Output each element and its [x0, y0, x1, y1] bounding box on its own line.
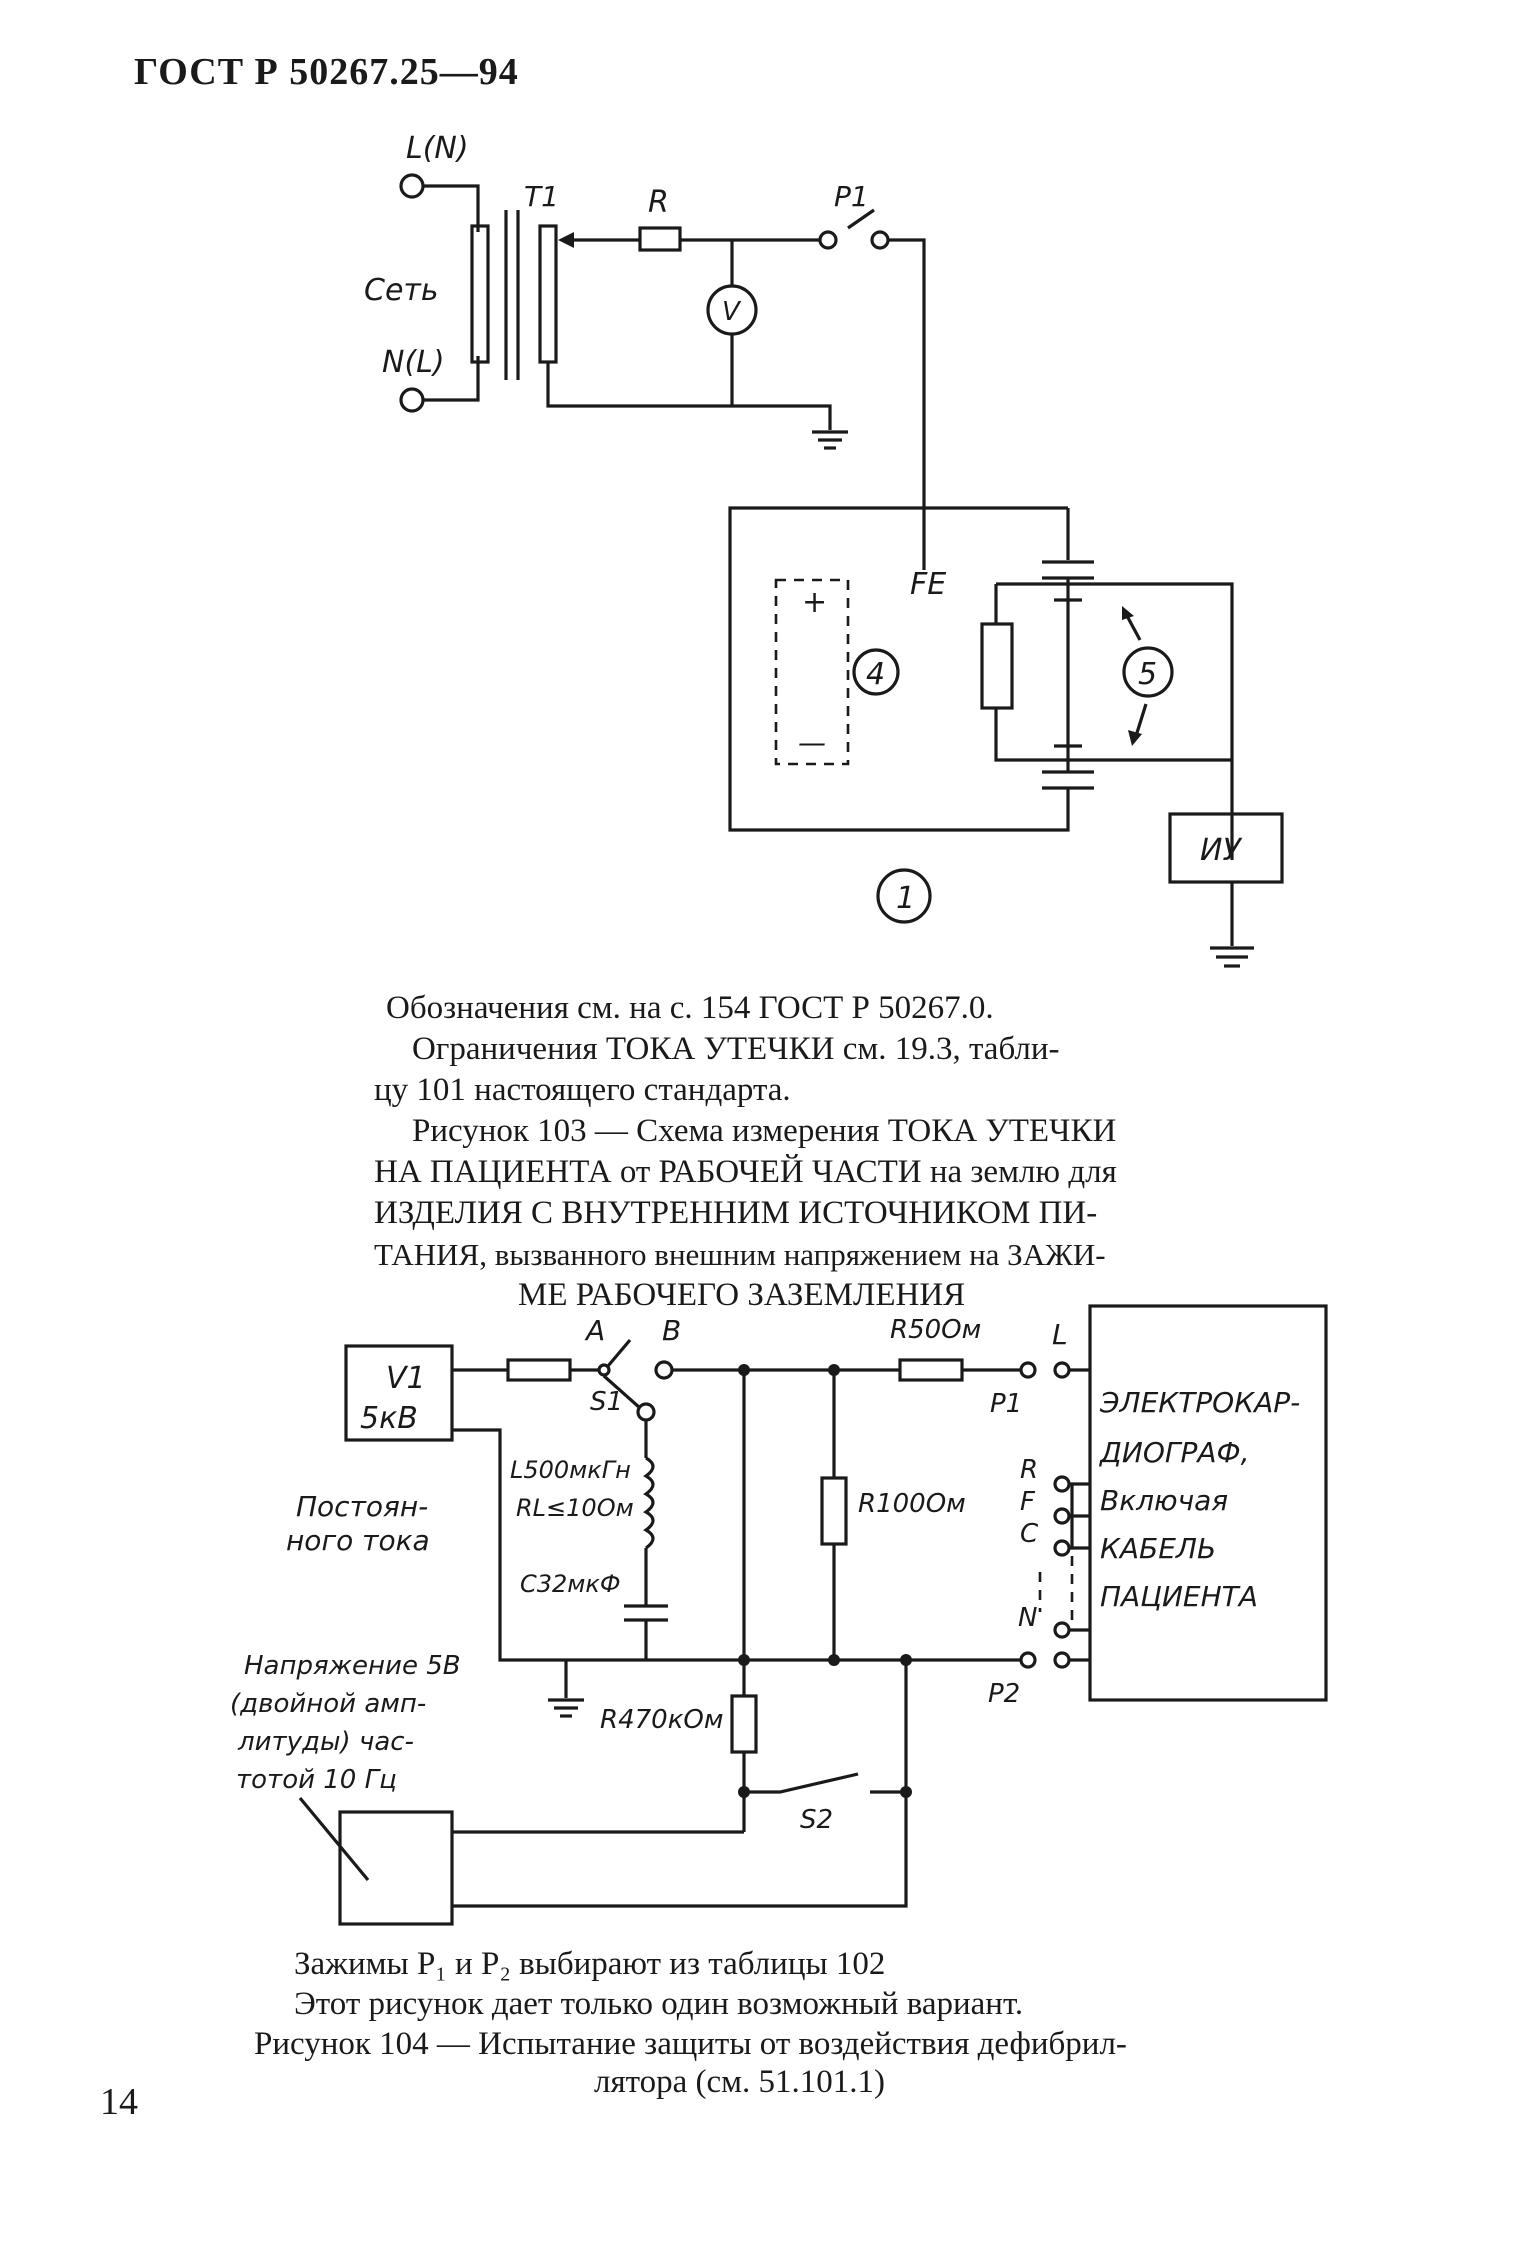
- fig104-caption-line1: Зажимы P₁ и P₂ выбирают из таблицы 102: [294, 1946, 886, 1982]
- p1-terminal-b: [1053, 1361, 1071, 1379]
- label-v1: V1: [386, 1361, 426, 1396]
- label-lead-c: C: [1020, 1519, 1039, 1549]
- fig103-caption-line5: НА ПАЦИЕНТА от РАБОЧЕЙ ЧАСТИ на землю дл…: [374, 1154, 1117, 1190]
- label-ecg-3: Включая: [1100, 1484, 1228, 1517]
- fig103-caption-line7: ТАНИЯ, вызванного внешним напряжением на…: [374, 1237, 1106, 1272]
- label-r470: R470кОм: [600, 1705, 723, 1735]
- label-lead-n: N: [1018, 1603, 1037, 1633]
- label-n-l: N(L): [382, 345, 445, 380]
- resistor-470k: [730, 1694, 758, 1754]
- internal-battery: [774, 578, 850, 766]
- label-lead-r: R: [1020, 1455, 1038, 1485]
- label-r: R: [648, 185, 669, 220]
- label-5: 5: [1138, 657, 1157, 692]
- label-annotation-1: Напряжение 5В: [244, 1651, 461, 1681]
- fig103-caption-line2: Ограничения ТОКА УТЕЧКИ см. 19.3, табли-: [412, 1031, 1060, 1067]
- marker-1: [876, 868, 932, 924]
- label-a: A: [584, 1314, 605, 1347]
- measuring-device: [1168, 812, 1284, 884]
- label-minus: —: [798, 726, 826, 759]
- electrocardiograph-box: [1088, 1304, 1328, 1702]
- label-annotation-4: тотой 10 Гц: [236, 1765, 397, 1795]
- label-lead-f: F: [1020, 1487, 1036, 1517]
- label-ecg-5: ПАЦИЕНТА: [1100, 1580, 1258, 1613]
- label-p1: P1: [834, 180, 869, 213]
- fig104-caption-line4: лятора (см. 51.101.1): [594, 2064, 886, 2100]
- fig104-caption-line2: Этот рисунок дает только один возможный …: [294, 1986, 1024, 2022]
- label-p2: P2: [988, 1679, 1020, 1709]
- switch-s2: [744, 1772, 859, 1794]
- fig103-caption-line8: МЕ РАБОЧЕГО ЗАЗЕМЛЕНИЯ: [518, 1277, 966, 1313]
- label-dc-1: Постоян-: [296, 1490, 428, 1523]
- p2-terminal-a: [1019, 1651, 1037, 1669]
- label-l-n: L(N): [406, 131, 469, 166]
- label-fe: FE: [910, 567, 946, 602]
- label-s1: S1: [590, 1387, 623, 1417]
- label-c32: C32мкФ: [520, 1570, 621, 1598]
- resistor-100-ohm: [820, 1476, 848, 1546]
- label-1: 1: [896, 881, 915, 916]
- label-r50: R50Ом: [890, 1315, 981, 1345]
- label-annotation-3: литуды) час-: [237, 1727, 414, 1757]
- label-ecg-4: КАБЕЛЬ: [1100, 1532, 1216, 1565]
- fig103-caption-line1: Обозначения см. на с. 154 ГОСТ Р 50267.0…: [386, 990, 994, 1026]
- label-s2: S2: [800, 1805, 833, 1835]
- label-plus: +: [802, 585, 827, 620]
- inductor-coil: [643, 1456, 655, 1550]
- lead-terminal-c: [1053, 1539, 1071, 1557]
- label-t1: T1: [524, 180, 559, 213]
- label-l: L: [1052, 1318, 1068, 1351]
- resistor-50-ohm: [898, 1358, 964, 1382]
- fig103-caption-line4: Рисунок 103 — Схема измерения ТОКА УТЕЧК…: [412, 1113, 1117, 1149]
- series-resistor: [506, 1358, 572, 1382]
- label-rl: RL≤10Ом: [516, 1494, 634, 1522]
- p1-terminal-a: [818, 230, 838, 250]
- switch-b-terminal: [654, 1360, 674, 1380]
- label-v: V: [722, 297, 742, 327]
- page-number: 14: [100, 2081, 138, 2123]
- label-dc-2: ного тока: [286, 1524, 430, 1557]
- label-ecg-2: ДИОГРАФ,: [1098, 1436, 1250, 1469]
- dc-source-v1: [344, 1344, 454, 1442]
- fig103-caption-line3: цу 101 настоящего стандарта.: [374, 1072, 791, 1108]
- lead-terminal-n: [1053, 1621, 1071, 1639]
- label-p1: P1: [990, 1389, 1022, 1419]
- label-annotation-2: (двойной амп-: [230, 1689, 426, 1719]
- label-mains: Сеть: [364, 273, 439, 308]
- figure-103-circuit-diagram: L(N) N(L) Сеть T1 R P1 V FE + — 4 5 ИУ 1: [364, 131, 1284, 968]
- lead-terminal-f: [1053, 1507, 1071, 1525]
- fig104-caption-line3: Рисунок 104 — Испытание защиты от воздей…: [254, 2026, 1127, 2062]
- p1-terminal-a: [1019, 1361, 1037, 1379]
- document-header: ГОСТ Р 50267.25—94: [134, 51, 519, 93]
- label-b: B: [662, 1314, 681, 1347]
- equipment-enclosure: [728, 506, 1070, 832]
- label-4: 4: [866, 657, 885, 692]
- label-iu: ИУ: [1200, 833, 1242, 868]
- lead-terminal-r: [1053, 1475, 1071, 1493]
- marker-4: [852, 648, 900, 696]
- label-l-coil: L500мкГн: [510, 1456, 631, 1484]
- marker-5: [1122, 646, 1174, 698]
- label-v1-value: 5кВ: [360, 1401, 418, 1436]
- signal-generator: [338, 1810, 454, 1926]
- label-ecg-1: ЭЛЕКТРОКАР-: [1099, 1386, 1300, 1419]
- label-r100: R100Ом: [858, 1489, 966, 1519]
- transformer-primary: [470, 224, 490, 364]
- fig103-caption-line6: ИЗДЕЛИЯ С ВНУТРЕННИМ ИСТОЧНИКОМ ПИ-: [374, 1195, 1098, 1231]
- p2-terminal-b: [1053, 1651, 1071, 1669]
